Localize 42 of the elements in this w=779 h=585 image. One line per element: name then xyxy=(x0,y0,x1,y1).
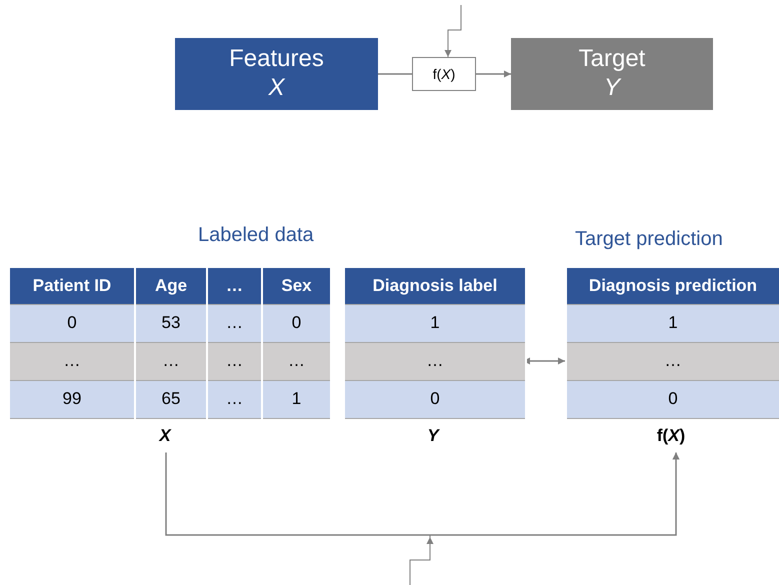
data-value: 1 xyxy=(292,389,302,408)
data-value: … xyxy=(664,351,682,370)
box-title: Features xyxy=(229,45,324,74)
data-value: 65 xyxy=(162,389,180,408)
box-title: Target xyxy=(578,45,646,74)
arrow xyxy=(165,452,680,536)
function-box xyxy=(412,57,476,91)
data-value: 0 xyxy=(292,313,302,332)
arrow xyxy=(410,452,680,585)
arrow xyxy=(444,4,462,58)
variable-symbol: X xyxy=(268,74,284,103)
data-value: 0 xyxy=(668,389,678,408)
data-value: 0 xyxy=(67,313,77,332)
section-heading: Labeled data xyxy=(198,224,314,247)
column-header: Diagnosis prediction xyxy=(588,276,758,295)
data-value: 99 xyxy=(62,389,82,408)
column-header: Diagnosis label xyxy=(372,276,498,295)
data-value: 0 xyxy=(430,389,440,408)
data-value: … xyxy=(288,351,305,370)
data-value: … xyxy=(426,351,444,370)
data-value: 1 xyxy=(430,313,440,332)
table-caption: X xyxy=(159,426,171,444)
data-value: … xyxy=(226,313,243,332)
data-value: 53 xyxy=(162,313,180,332)
data-value: 1 xyxy=(668,313,678,332)
data-value: … xyxy=(64,351,80,370)
column-header: Patient ID xyxy=(32,276,112,295)
variable-symbol: Y xyxy=(604,74,620,103)
table-caption: Y xyxy=(427,426,439,444)
table-caption: f(X) xyxy=(656,426,686,444)
column-header: Age xyxy=(154,276,188,295)
column-header: … xyxy=(226,276,243,295)
process-box xyxy=(175,38,378,110)
target-box xyxy=(511,38,713,110)
data-value: … xyxy=(226,351,243,370)
data-value: … xyxy=(162,351,180,370)
data-value: … xyxy=(226,389,243,408)
column-header: Sex xyxy=(281,276,312,295)
connector-line xyxy=(378,73,412,75)
function-label: f(X) xyxy=(432,66,456,82)
section-heading: Target prediction xyxy=(575,228,723,251)
arrow xyxy=(476,70,511,78)
